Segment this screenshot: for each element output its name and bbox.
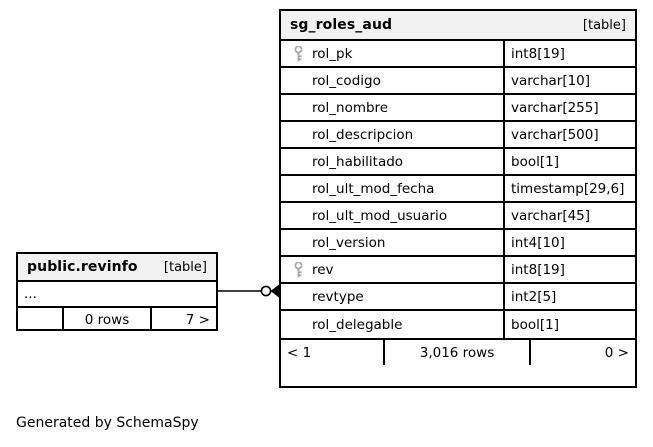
table-row[interactable]: rol_delegable bool[1] — [281, 311, 635, 338]
relationship-zero-circle-icon — [260, 285, 272, 297]
column-name-label: rol_descripcion — [312, 126, 414, 143]
column-name-label: rol_delegable — [312, 316, 403, 333]
generated-by-caption: Generated by SchemaSpy — [16, 415, 199, 431]
column-name-label: rol_pk — [312, 45, 353, 62]
primary-key-icon — [288, 261, 308, 278]
table-header-public-revinfo: public.revinfo [table] — [18, 254, 216, 282]
table-title: public.revinfo — [27, 259, 138, 275]
column-name-cell: rol_ult_mod_usuario — [281, 203, 505, 228]
table-row[interactable]: revtype int2[5] — [281, 284, 635, 311]
column-name-label: rol_ult_mod_usuario — [312, 207, 448, 224]
column-name-cell: rol_version — [281, 230, 505, 255]
column-name-label: rol_version — [312, 234, 386, 251]
table-row[interactable]: rev int8[19] — [281, 257, 635, 284]
table-row[interactable]: rol_pk int8[19] — [281, 41, 635, 68]
footer-next-link[interactable]: 7 > — [185, 311, 210, 328]
column-name-cell: rol_pk — [281, 41, 505, 66]
column-type-label: bool[1] — [511, 316, 559, 333]
column-name-cell: rol_nombre — [281, 95, 505, 120]
table-row[interactable]: rol_codigo varchar[10] — [281, 68, 635, 95]
footer-prev-link[interactable]: < 1 — [281, 340, 385, 365]
column-type-label: int8[19] — [511, 45, 565, 62]
footer-row-count: 3,016 rows — [385, 340, 531, 365]
column-name-cell: rol_habilitado — [281, 149, 505, 174]
column-type-label: timestamp[29,6] — [511, 180, 625, 197]
footer-row-count: 0 rows — [64, 308, 152, 331]
collapsed-columns-indicator[interactable]: ... — [24, 286, 37, 302]
table-row[interactable]: rol_version int4[10] — [281, 230, 635, 257]
table-row[interactable]: rol_habilitado bool[1] — [281, 149, 635, 176]
column-type-label: varchar[255] — [511, 99, 599, 116]
table-title: sg_roles_aud — [290, 17, 393, 33]
column-name-cell: rol_descripcion — [281, 122, 505, 147]
column-name-label: rol_codigo — [312, 72, 381, 89]
primary-key-icon — [288, 45, 308, 62]
column-list: rol_pk int8[19] rol_codigo varchar[10] rol_n… — [281, 41, 635, 338]
footer-next-link[interactable]: 0 > — [604, 344, 629, 361]
relationship-connector-revinfo-to-sg-roles-aud — [216, 280, 282, 302]
table-box-sg-roles-aud[interactable]: sg_roles_aud [table] rol_pk int8[19] rol_c… — [279, 9, 637, 388]
column-name-label: rev — [312, 261, 334, 278]
column-type-label: bool[1] — [511, 153, 559, 170]
column-name-label: rol_nombre — [312, 99, 389, 116]
table-footer-sg-roles-aud: < 1 3,016 rows 0 > — [281, 338, 635, 365]
column-name-cell: revtype — [281, 284, 505, 309]
column-name-cell: rol_delegable — [281, 311, 505, 338]
table-row[interactable]: rol_descripcion varchar[500] — [281, 122, 635, 149]
column-name-label: rol_habilitado — [312, 153, 404, 170]
column-name-cell: rol_ult_mod_fecha — [281, 176, 505, 201]
column-type-label: int4[10] — [511, 234, 565, 251]
column-type-label: varchar[45] — [511, 207, 591, 224]
column-name-cell: rev — [281, 257, 505, 282]
table-row[interactable]: rol_ult_mod_usuario varchar[45] — [281, 203, 635, 230]
column-type-label: varchar[500] — [511, 126, 599, 143]
table-kind-label: [table] — [582, 17, 626, 33]
column-type-label: int8[19] — [511, 261, 565, 278]
table-footer-public-revinfo: 0 rows 7 > — [18, 306, 216, 331]
table-kind-label: [table] — [163, 259, 207, 275]
column-type-label: int2[5] — [511, 288, 557, 305]
table-header-sg-roles-aud: sg_roles_aud [table] — [281, 11, 635, 41]
column-name-label: revtype — [312, 288, 364, 305]
table-box-public-revinfo[interactable]: public.revinfo [table] ... 0 rows 7 > — [16, 252, 218, 331]
footer-prev-link[interactable] — [18, 308, 64, 331]
table-row[interactable]: rol_nombre varchar[255] — [281, 95, 635, 122]
relationship-many-arrow-icon — [270, 284, 279, 298]
table-row[interactable]: rol_ult_mod_fecha timestamp[29,6] — [281, 176, 635, 203]
column-name-label: rol_ult_mod_fecha — [312, 180, 435, 197]
column-name-cell: rol_codigo — [281, 68, 505, 93]
column-type-label: varchar[10] — [511, 72, 591, 89]
